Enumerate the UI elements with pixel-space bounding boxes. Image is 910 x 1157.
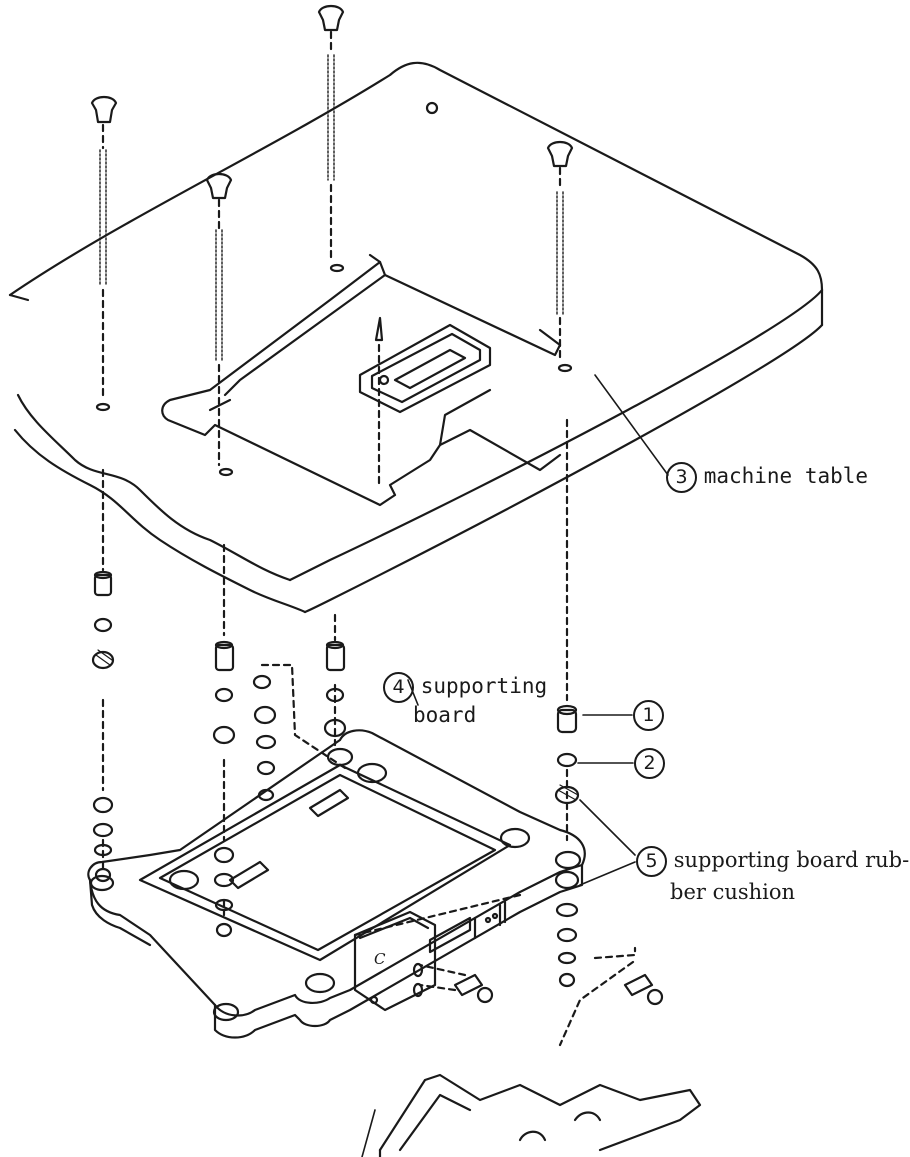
leader-lines <box>407 374 669 886</box>
callout-1: 1 <box>633 700 664 731</box>
label-machine-table: 3 machine table <box>666 462 868 493</box>
bracket-letter: C <box>374 950 386 968</box>
machine-table-text: machine table <box>703 464 869 488</box>
supporting-board-line1: supporting <box>420 674 548 698</box>
callout-5: 5 <box>636 846 667 877</box>
label-part-2: 2 <box>634 748 665 779</box>
label-part-1: 1 <box>633 700 664 731</box>
callout-2: 2 <box>634 748 665 779</box>
mounting-bolts <box>90 4 574 487</box>
supporting-board-line2: board <box>413 703 477 727</box>
spacer-stacks <box>91 570 580 988</box>
label-rubber-cushion: 5 supporting board rub- <box>636 846 909 877</box>
guide-lines <box>101 418 637 1047</box>
callout-3: 3 <box>666 462 697 493</box>
machine-table-drawing <box>8 61 824 614</box>
supporting-board-drawing <box>87 729 586 1039</box>
rubber-cushion-line1: supporting board rub- <box>673 848 910 872</box>
bracket-c-drawing <box>353 910 702 1157</box>
callout-4: 4 <box>383 672 414 703</box>
rubber-cushion-line2: ber cushion <box>670 880 796 904</box>
label-supporting-board: 4 supporting <box>383 672 547 703</box>
